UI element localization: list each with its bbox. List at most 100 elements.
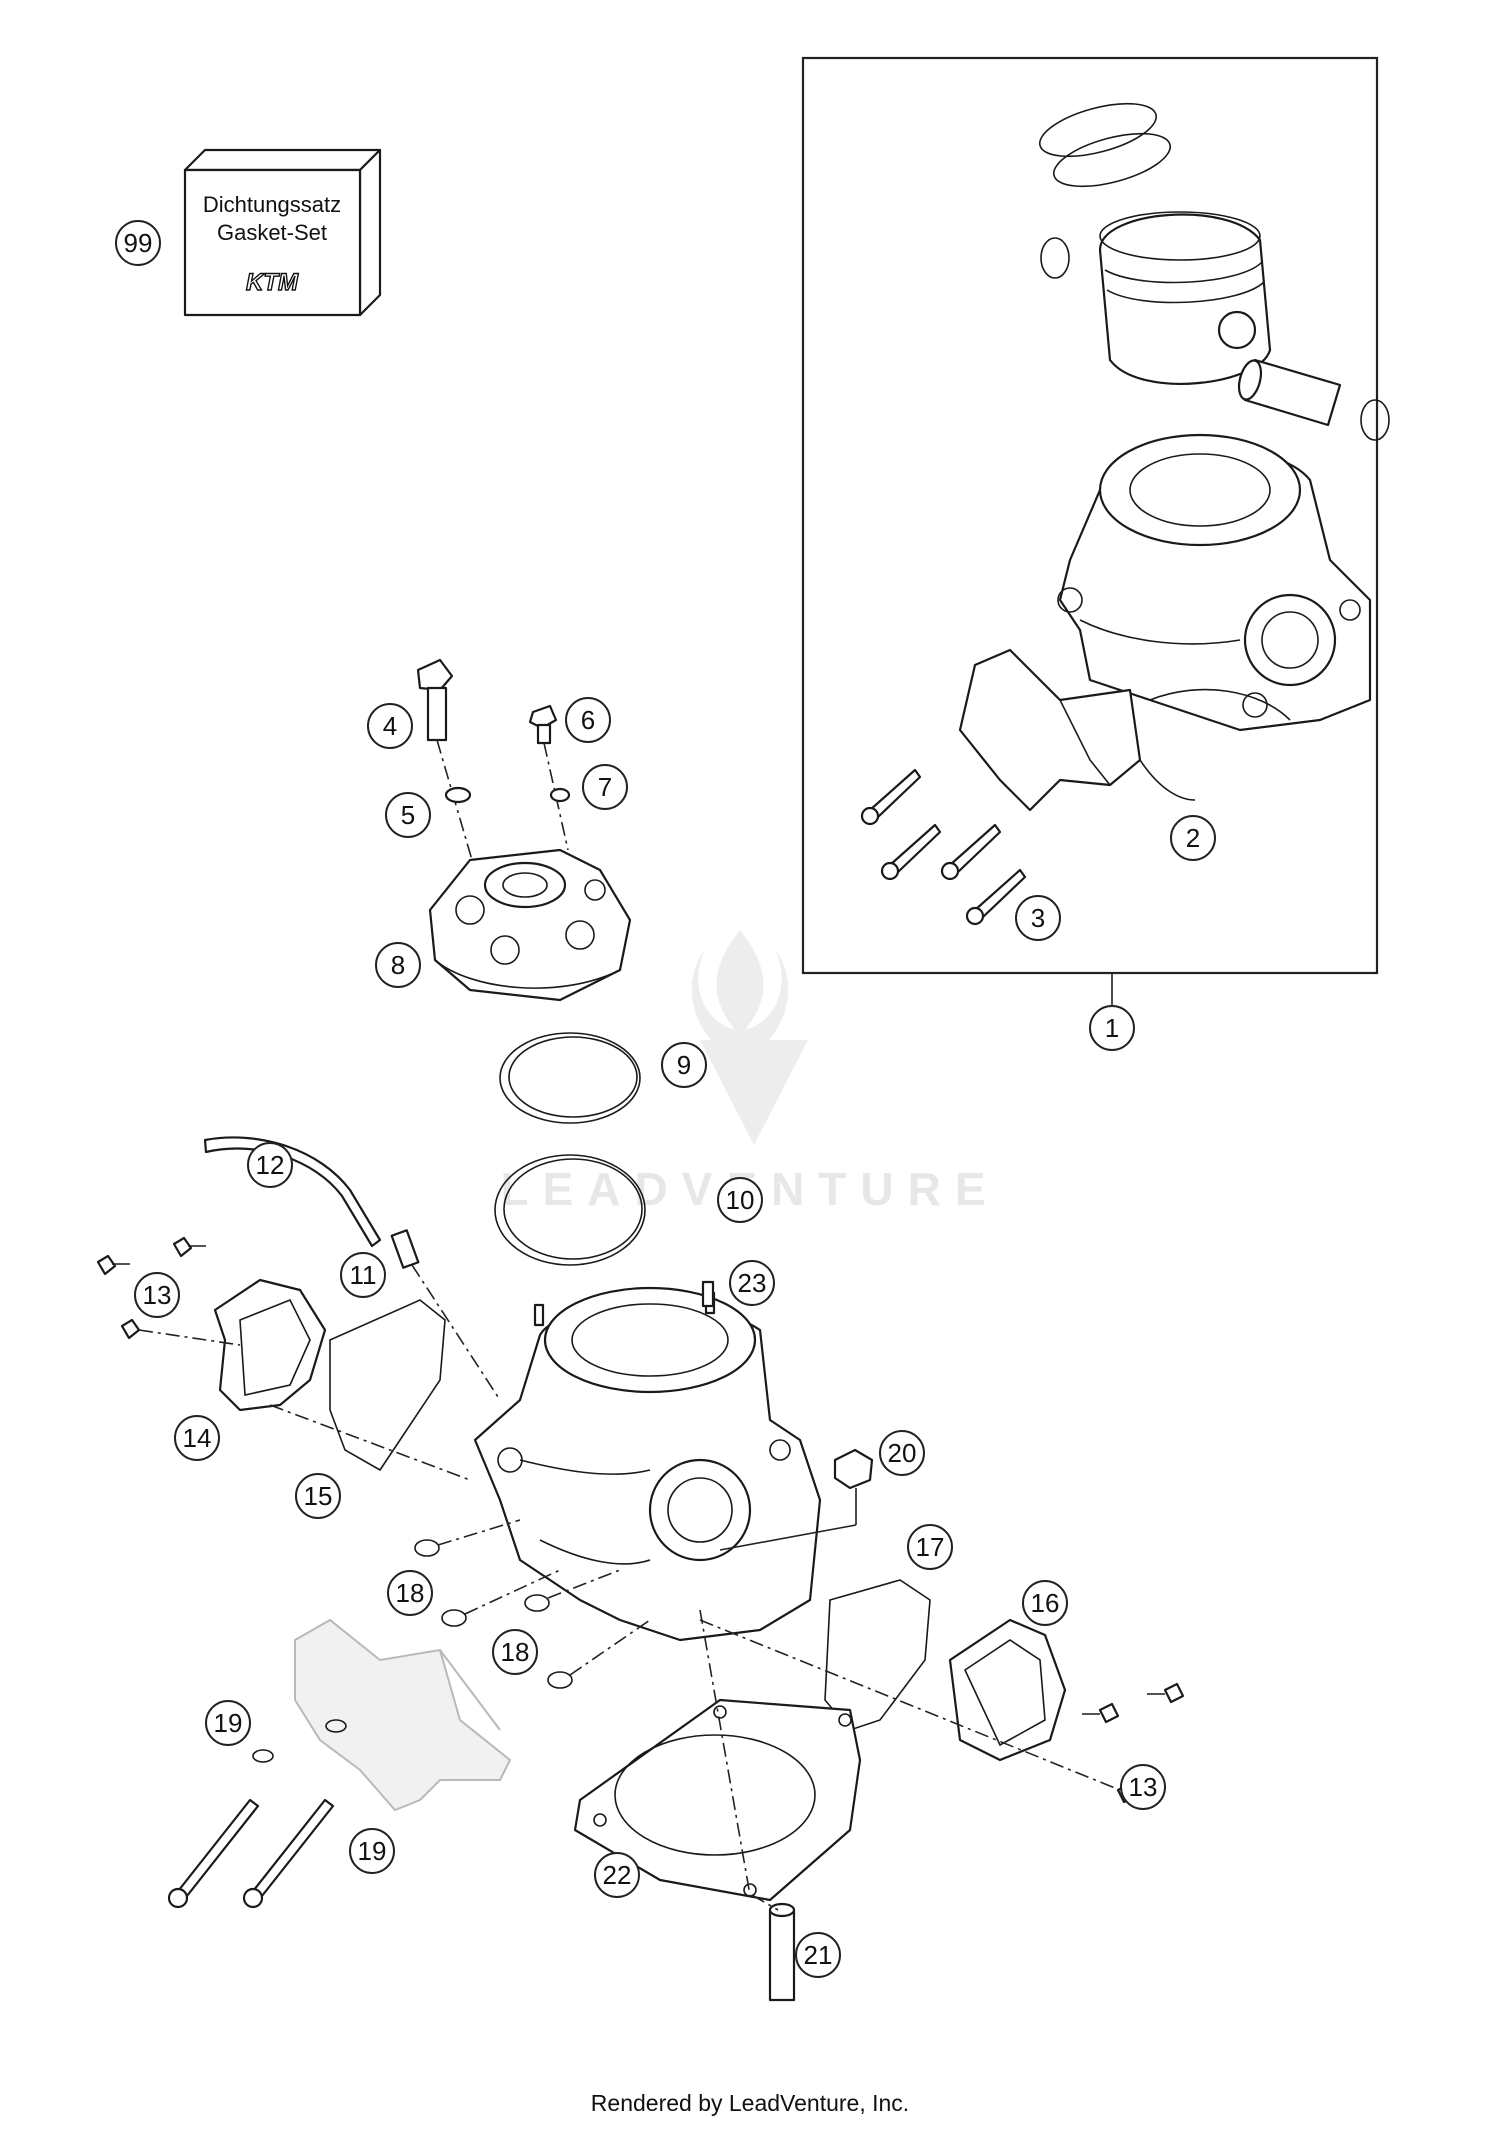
- exhaust-circlip-2: [325, 1719, 347, 1733]
- cylinder-head-bolt: [416, 658, 454, 742]
- svg-text:2: 2: [1186, 823, 1200, 853]
- v-logo-mark: [700, 1040, 808, 1145]
- footer-credit: Rendered by LeadVenture, Inc.: [590, 2090, 910, 2116]
- svg-text:3: 3: [1031, 903, 1045, 933]
- head-dowel-pin: [701, 1280, 715, 1308]
- cylinder-o-ring-2: [441, 1609, 467, 1627]
- callout-23: 23: [729, 1260, 775, 1306]
- callout-99: 99: [115, 220, 161, 266]
- kit-intake-flange: [958, 648, 1196, 812]
- right-cover-gasket: [824, 1579, 931, 1731]
- svg-text:4: 4: [383, 711, 397, 741]
- nut-washer: [549, 787, 571, 803]
- callout-8: 8: [375, 942, 421, 988]
- callout-11: 11: [340, 1252, 386, 1298]
- svg-text:6: 6: [581, 705, 595, 735]
- svg-text:13: 13: [143, 1280, 172, 1310]
- exhaust-flange-ghost: [294, 1618, 512, 1812]
- piston-circlip: [1040, 237, 1070, 279]
- spark-plug-nut: [528, 704, 558, 745]
- svg-text:5: 5: [401, 800, 415, 830]
- gasket-set-box: Dichtungssatz Gasket-Set KTM: [183, 148, 382, 317]
- kit-cylinder: [1057, 433, 1372, 732]
- callout-18-upper: 18: [387, 1570, 433, 1616]
- head-o-ring-small: [499, 1032, 641, 1124]
- svg-text:22: 22: [603, 1860, 632, 1890]
- dowel-pin: [768, 1902, 796, 2002]
- svg-text:18: 18: [501, 1637, 530, 1667]
- svg-text:9: 9: [677, 1050, 691, 1080]
- callout-19-upper: 19: [205, 1700, 251, 1746]
- cylinder-o-ring-1: [414, 1539, 440, 1557]
- callout-9: 9: [661, 1042, 707, 1088]
- svg-text:8: 8: [391, 950, 405, 980]
- gasket-set-label-en: Gasket-Set: [217, 220, 327, 245]
- kit-bolts: [860, 768, 1027, 926]
- svg-text:15: 15: [304, 1481, 333, 1511]
- svg-text:21: 21: [804, 1940, 833, 1970]
- svg-text:14: 14: [183, 1423, 212, 1453]
- callout-18-lower: 18: [492, 1629, 538, 1675]
- left-water-pump-cover: [213, 1278, 327, 1412]
- svg-text:19: 19: [358, 1836, 387, 1866]
- svg-text:11: 11: [350, 1260, 377, 1290]
- callout-13-right: 13: [1120, 1764, 1166, 1810]
- breather-hose: [203, 1136, 382, 1248]
- cylinder-head: [428, 848, 632, 1002]
- callout-7: 7: [582, 764, 628, 810]
- callout-14: 14: [174, 1415, 220, 1461]
- piston: [1098, 211, 1272, 385]
- cylinder-kit-frame: [801, 56, 1379, 975]
- head-o-ring-large-inner: [503, 1158, 643, 1260]
- svg-text:19: 19: [214, 1708, 243, 1738]
- piston-rings: [1038, 102, 1172, 188]
- callout-15: 15: [295, 1473, 341, 1519]
- right-water-pump-cover: [948, 1618, 1067, 1762]
- svg-text:99: 99: [124, 228, 153, 258]
- flame-logo-mark: [691, 930, 789, 1060]
- callout-3: 3: [1015, 895, 1061, 941]
- svg-text:10: 10: [726, 1185, 755, 1215]
- head-washer: [444, 786, 472, 804]
- callout-12: 12: [247, 1142, 293, 1188]
- left-cover-gasket: [329, 1299, 446, 1472]
- svg-text:7: 7: [598, 772, 612, 802]
- callout-22: 22: [594, 1852, 640, 1898]
- callout-17: 17: [907, 1524, 953, 1570]
- callout-13-left: 13: [134, 1272, 180, 1318]
- callout-10: 10: [717, 1177, 763, 1223]
- hose-fitting: [390, 1229, 420, 1269]
- callout-20: 20: [879, 1430, 925, 1476]
- svg-text:12: 12: [256, 1150, 285, 1180]
- svg-text:20: 20: [888, 1438, 917, 1468]
- callout-5: 5: [385, 792, 431, 838]
- callout-1: 1: [1089, 1005, 1135, 1051]
- svg-text:23: 23: [738, 1268, 767, 1298]
- svg-text:17: 17: [916, 1532, 945, 1562]
- callout-16: 16: [1022, 1580, 1068, 1626]
- callout-19-lower: 19: [349, 1828, 395, 1874]
- svg-text:16: 16: [1031, 1588, 1060, 1618]
- gasket-set-label-de: Dichtungssatz: [203, 192, 341, 217]
- cylinder-base-nut: [833, 1448, 874, 1490]
- svg-text:1: 1: [1105, 1013, 1119, 1043]
- head-o-ring-small-inner: [508, 1036, 638, 1118]
- callout-6: 6: [565, 697, 611, 743]
- callout-2: 2: [1170, 815, 1216, 861]
- callout-21: 21: [795, 1932, 841, 1978]
- svg-text:18: 18: [396, 1578, 425, 1608]
- cylinder-o-ring-4: [547, 1671, 573, 1689]
- head-o-ring-large: [494, 1154, 646, 1266]
- svg-text:13: 13: [1129, 1772, 1158, 1802]
- piston-circlip-right: [1360, 399, 1390, 441]
- cylinder-base-gasket: [573, 1698, 862, 1902]
- ktm-logo: KTM: [246, 269, 299, 296]
- cylinder-o-ring-3: [524, 1594, 550, 1612]
- left-cover-screws: [96, 1236, 206, 1340]
- main-cylinder: [473, 1286, 822, 1642]
- exhaust-flange-bolts: [167, 1798, 335, 1909]
- callout-4: 4: [367, 703, 413, 749]
- piston-pin: [1237, 358, 1342, 427]
- exhaust-circlip-1: [252, 1749, 274, 1763]
